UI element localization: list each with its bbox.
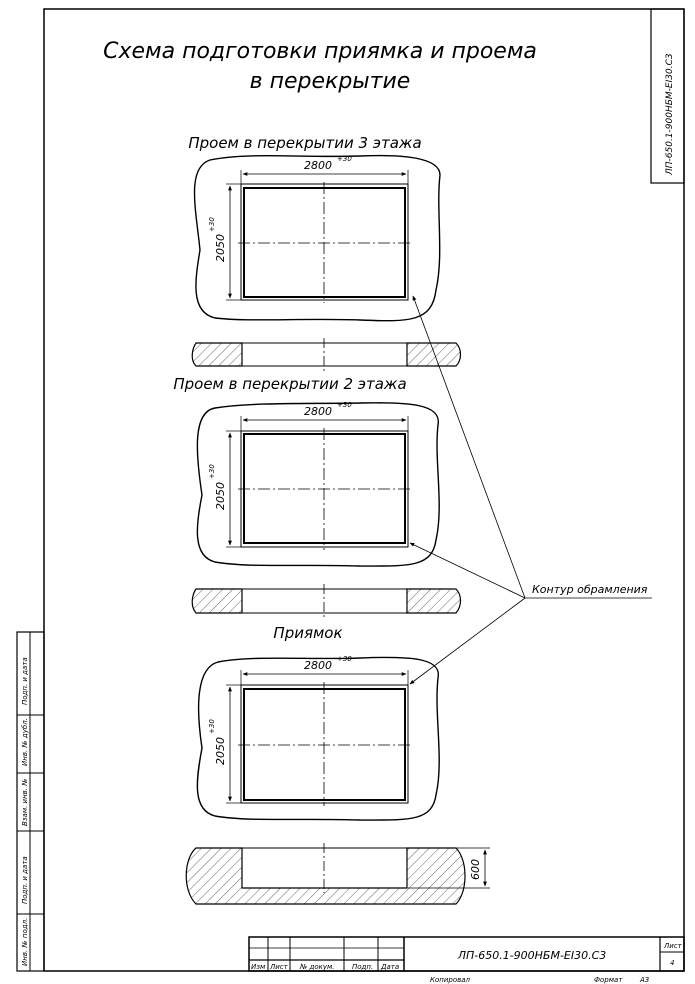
section-3-label: Приямок: [273, 624, 342, 642]
section-2-label: Проем в перекрытии 2 этажа: [173, 375, 406, 393]
section-floor-3: Проем в перекрытии 3 этажа 2800 +30 2050…: [188, 134, 441, 322]
framing-callout: Контур обрамления: [409, 295, 652, 685]
opening-inner-2: [243, 433, 406, 544]
opening-outer-3: [240, 684, 409, 804]
side-stamp-label-3: Взам. инв. №: [21, 778, 29, 826]
height-tol-2: +30: [208, 464, 216, 479]
format-label: Формат: [594, 976, 623, 984]
callout-label: Контур обрамления: [532, 583, 648, 596]
col-doc: № докум.: [299, 963, 335, 971]
sheet-frame: [43, 8, 685, 972]
opening-inner-3: [243, 688, 406, 801]
framing-contour-3: [196, 656, 440, 821]
drawing-title-line1: Схема подготовки приямка и проема: [103, 39, 537, 64]
width-dim-1: 2800: [304, 159, 332, 172]
framing-contour-1: [193, 154, 441, 322]
corner-stamp-text: ЛП-650.1-900НБМ-EI30.С3: [665, 53, 675, 176]
title-block: Изм Лист № докум. Подп. Дата ЛП-650.1-90…: [248, 936, 685, 984]
designation: ЛП-650.1-900НБМ-EI30.С3: [457, 949, 607, 962]
col-list: Лист: [269, 963, 289, 971]
slab-section-2: [191, 584, 462, 618]
width-dim-2: 2800: [304, 405, 332, 418]
opening-outer-1: [240, 183, 409, 301]
drawing-title-line2: в перекрытие: [250, 69, 411, 94]
corner-stamp: ЛП-650.1-900НБМ-EI30.С3: [650, 8, 685, 184]
col-izm: Изм: [251, 963, 266, 971]
section-1-label: Проем в перекрытии 3 этажа: [188, 134, 421, 152]
height-dim-3: 2050: [214, 737, 227, 765]
section-pit: Приямок 2800 +30 2050 +30: [196, 624, 440, 821]
side-stamp-label-4: Подп. и дата: [21, 856, 29, 904]
col-sign: Подп.: [352, 963, 373, 971]
col-date: Дата: [380, 963, 399, 971]
slab-section-1: [191, 338, 462, 371]
format-value: А3: [639, 976, 649, 984]
height-tol-3: +30: [208, 719, 216, 734]
height-dim-1: 2050: [214, 234, 227, 262]
side-stamp: Подп. и дата Инв. № дубл. Взам. инв. № П…: [16, 631, 45, 972]
width-tol-3: +30: [337, 655, 352, 663]
section-floor-2: Проем в перекрытии 2 этажа 2800 +30 2050…: [173, 375, 440, 567]
pit-section: 600: [185, 843, 490, 905]
sheet-number: 4: [670, 959, 674, 967]
side-stamp-label-2: Инв. № дубл.: [21, 718, 29, 766]
side-stamp-label-5: Инв. № подл.: [21, 918, 29, 966]
copied-label: Копировал: [430, 976, 471, 984]
width-tol-2: +30: [337, 401, 352, 409]
side-stamp-label-1: Подп. и дата: [21, 657, 29, 705]
width-dim-3: 2800: [304, 659, 332, 672]
height-dim-2: 2050: [214, 482, 227, 510]
framing-contour-2: [196, 402, 440, 567]
depth-dim: 600: [469, 859, 482, 880]
sheet-label: Лист: [663, 942, 683, 950]
height-tol-1: +30: [208, 217, 216, 232]
width-tol-1: +30: [337, 155, 352, 163]
opening-inner-1: [243, 187, 406, 298]
